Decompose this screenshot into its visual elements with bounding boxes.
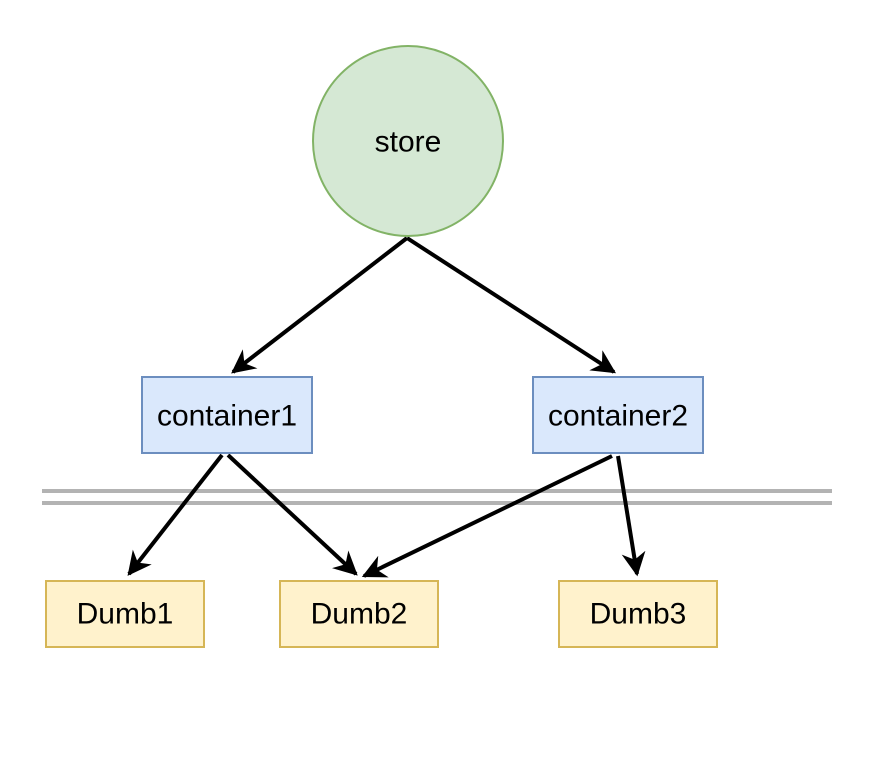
node-container1-shape — [141, 376, 313, 454]
node-store[interactable]: store — [312, 45, 504, 237]
node-dumb3-shape — [558, 580, 718, 648]
edge-container2-to-dumb3[interactable] — [616, 455, 646, 577]
edge-container1-to-dumb1[interactable] — [127, 453, 224, 576]
node-dumb2-label: Dumb2 — [311, 598, 408, 631]
node-dumb2-shape — [279, 580, 439, 648]
node-dumb3[interactable]: Dumb3 — [558, 580, 718, 648]
layer-separator — [42, 489, 832, 505]
edges-group — [127, 236, 646, 578]
node-container2[interactable]: container2 — [532, 376, 704, 454]
edge-store-to-container1[interactable] — [231, 236, 409, 374]
node-store-shape — [312, 45, 504, 237]
node-container1[interactable]: container1 — [141, 376, 313, 454]
edge-container1-to-dumb2[interactable] — [226, 453, 358, 576]
node-dumb3-label: Dumb3 — [590, 598, 687, 631]
edge-store-to-container2[interactable] — [405, 236, 617, 374]
edge-container2-to-dumb2[interactable] — [361, 454, 613, 578]
node-dumb1-shape — [45, 580, 205, 648]
node-store-label: store — [375, 126, 442, 159]
node-container2-shape — [532, 376, 704, 454]
node-container1-label: container1 — [157, 400, 297, 433]
node-container2-label: container2 — [548, 400, 688, 433]
node-dumb1[interactable]: Dumb1 — [45, 580, 205, 648]
node-dumb2[interactable]: Dumb2 — [279, 580, 439, 648]
node-dumb1-label: Dumb1 — [77, 598, 174, 631]
